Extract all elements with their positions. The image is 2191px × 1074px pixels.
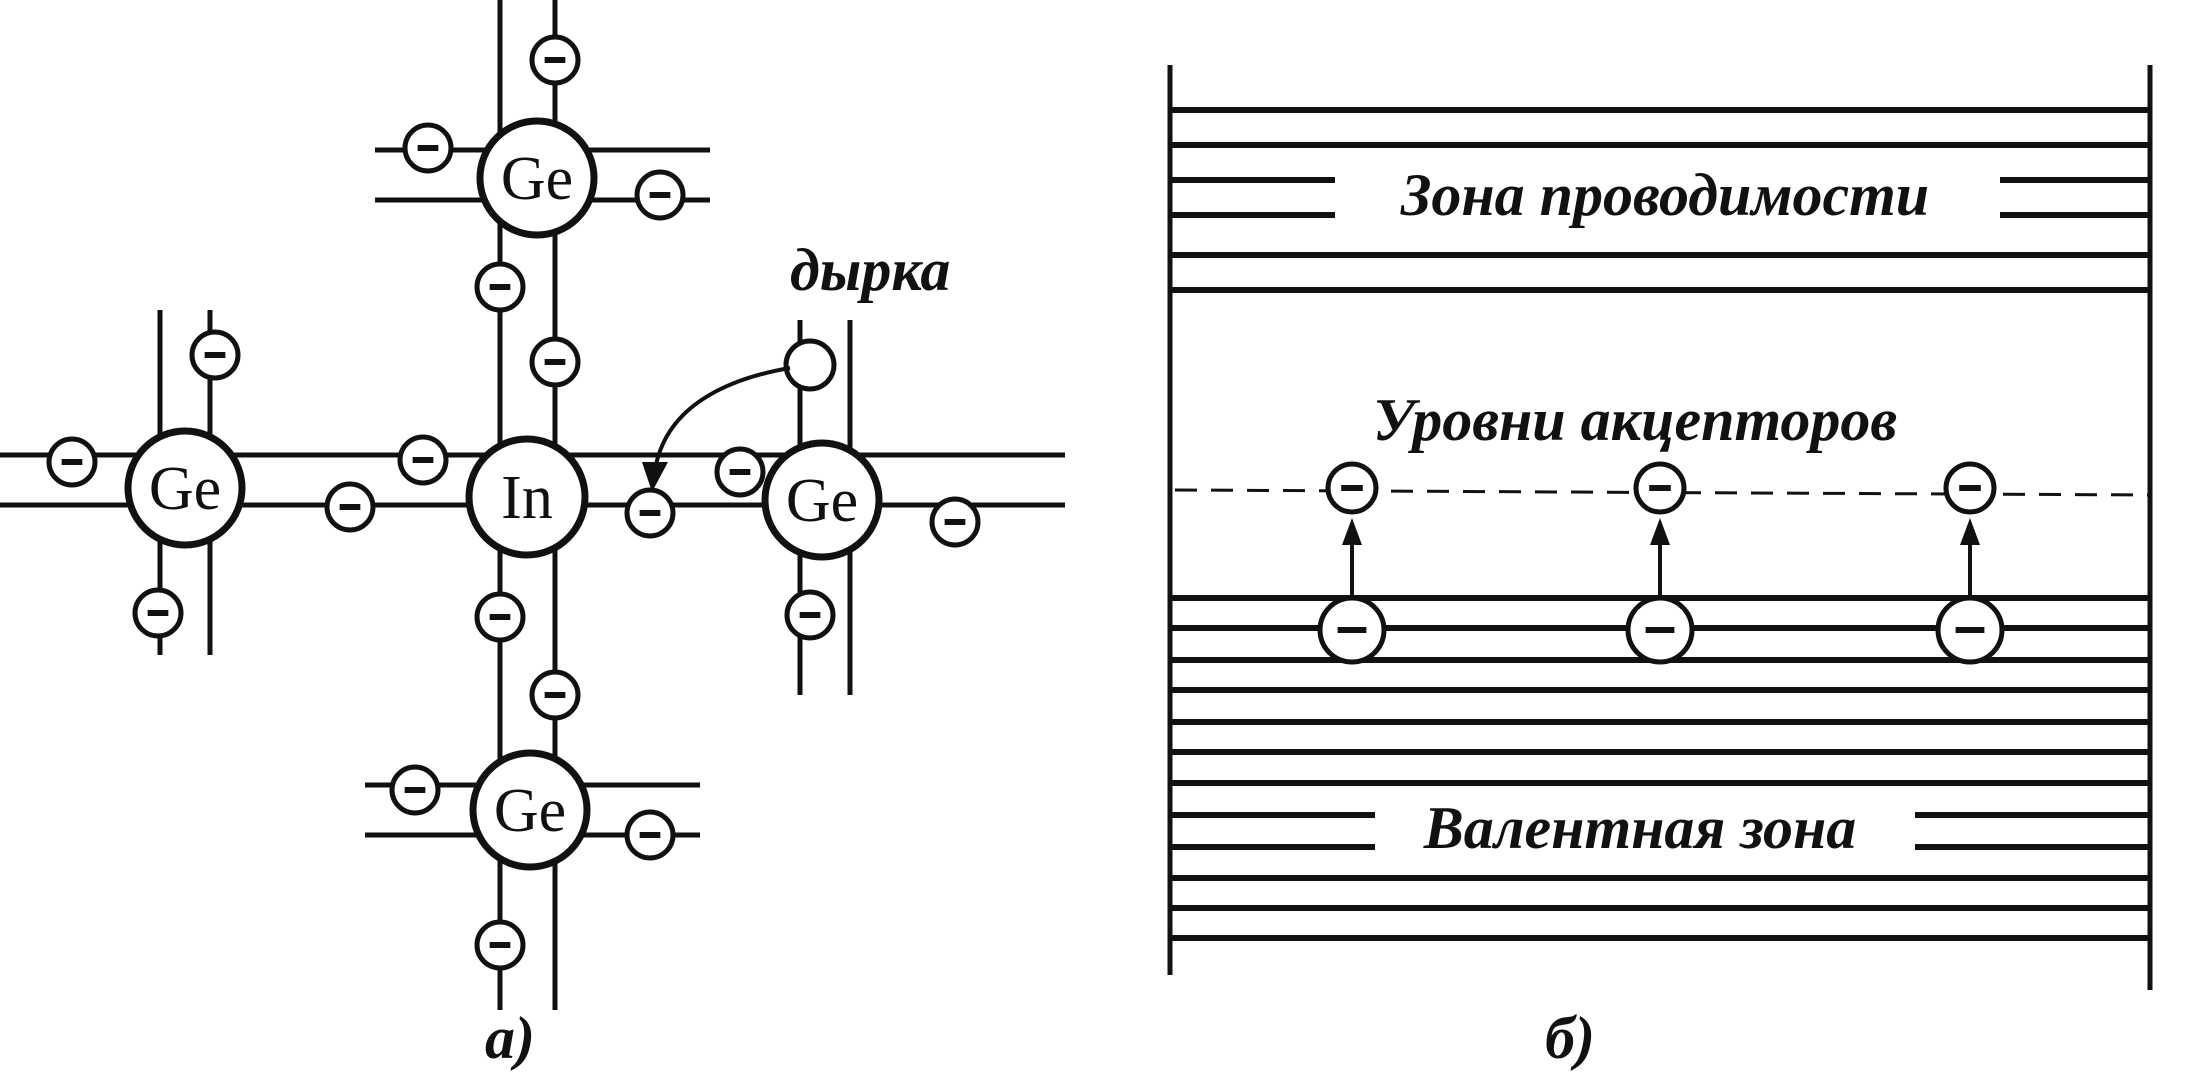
electron-a-7	[46, 436, 98, 488]
acceptor-arrowhead-3	[1960, 518, 1980, 545]
electron-a-5	[529, 336, 581, 388]
valence-electron-1	[1317, 595, 1387, 665]
valence-electron-2	[1625, 595, 1695, 665]
atom-ge-right	[761, 439, 883, 561]
atom-label-ge-bottom: Ge	[494, 777, 566, 845]
atom-label-ge-left: Ge	[149, 455, 221, 523]
electron-a-1	[529, 34, 581, 86]
electron-a-18	[624, 809, 676, 861]
acceptor-electron-2	[1633, 461, 1687, 515]
electron-a-3	[634, 169, 686, 221]
electron-a-15	[474, 591, 526, 643]
atom-label-ge-top: Ge	[501, 145, 573, 213]
acceptor-levels-label: Уровни акцепторов	[1373, 387, 1897, 453]
atom-ge-bottom	[469, 749, 591, 871]
atom-ge-top	[476, 117, 598, 239]
acceptor-arrowhead-2	[1650, 518, 1670, 545]
hole-transition-arrow	[653, 366, 791, 471]
electron-a-6	[189, 329, 241, 381]
panel-a-lattice	[0, 0, 1065, 1010]
atom-in-center	[465, 435, 589, 559]
atom-ge-left	[124, 427, 246, 549]
electron-a-12	[929, 496, 981, 548]
acceptor-arrowhead-1	[1342, 518, 1362, 545]
conduction-label-bg	[1335, 155, 2000, 235]
valence-label-bg	[1375, 790, 1915, 868]
caption-b: б)	[1545, 1005, 1595, 1071]
electron-a-14	[132, 587, 184, 639]
atom-label-in: In	[501, 464, 553, 532]
hole-marker	[783, 338, 837, 392]
electron-a-19	[474, 919, 526, 971]
electron-a-8	[397, 434, 449, 486]
valence-band-label: Валентная зона	[1423, 795, 1857, 861]
electron-a-4	[474, 261, 526, 313]
electron-a-11	[714, 446, 766, 498]
caption-a: а)	[485, 1005, 535, 1071]
conduction-band-label: Зона проводимости	[1400, 162, 1929, 228]
electron-a-16	[529, 669, 581, 721]
electron-a-13	[784, 589, 836, 641]
atom-label-ge-right: Ge	[786, 467, 858, 535]
acceptor-electron-1	[1325, 461, 1379, 515]
acceptor-electron-3	[1943, 461, 1997, 515]
electron-a-10	[624, 487, 676, 539]
electron-a-2	[402, 122, 454, 174]
hole-transition-arrowhead	[642, 462, 668, 492]
lattice-electrons	[46, 34, 981, 971]
electron-a-9	[324, 481, 376, 533]
hole-label: дырка	[790, 237, 950, 303]
valence-electron-3	[1935, 595, 2005, 665]
acceptor-transitions	[1317, 461, 2005, 665]
electron-a-17	[389, 764, 441, 816]
